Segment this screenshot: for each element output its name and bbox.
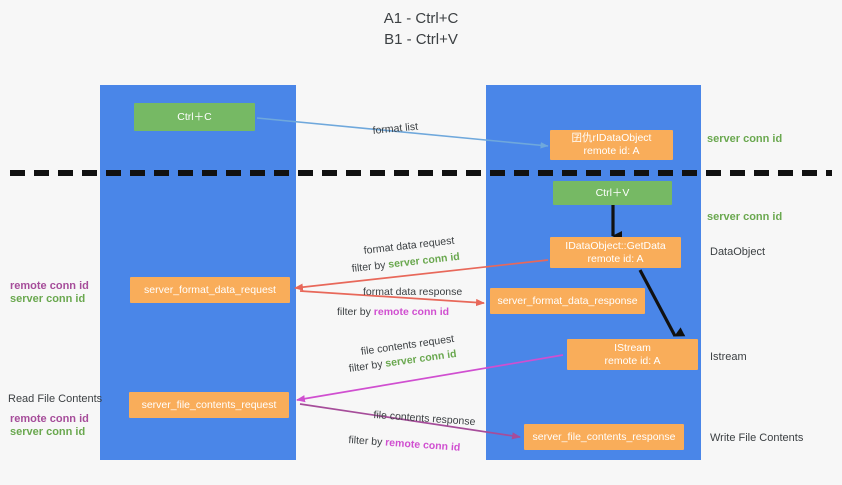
label-left-read-file-contents: Read File Contents [8, 393, 103, 405]
label-right-server-conn-id-2: server conn id [707, 211, 783, 223]
node-istream-remote-id: remote id: A [604, 354, 661, 367]
label-left-remote-conn-id-1: remote conn id [10, 280, 89, 292]
node-istream-label: IStream [614, 341, 651, 354]
caption-fmt-resp-filter-key: remote conn id [373, 306, 450, 318]
caption-fmt-req-filter-prefix: filter by [351, 258, 390, 275]
page-title: A1 - Ctrl+C B1 - Ctrl+V [383, 10, 459, 48]
node-idataobject-label: 囝仇rIDataObject [571, 132, 652, 144]
node-ctrl-v-label: Ctrl＋V [595, 186, 630, 199]
node-ctrl-c-label: Ctrl＋C [177, 110, 212, 123]
label-left-remote-conn-id-2: remote conn id [10, 413, 89, 425]
node-idataobject-remote-id: remote id: A [583, 145, 640, 157]
node-server-format-data-request-label: server_format_data_request [144, 283, 276, 296]
node-ctrl-c[interactable]: Ctrl＋C [134, 103, 255, 131]
node-server-file-contents-response-label: server_file_contents_response [532, 430, 676, 443]
label-right-istream: Istream [710, 351, 747, 363]
caption-format-list-text: format list [372, 120, 419, 137]
caption-file-contents-response-text: file contents response [373, 408, 476, 429]
caption-file-resp-filter-key: remote conn id [384, 436, 461, 454]
caption-format-data-response: format data response [363, 285, 462, 299]
caption-format-list: format list [372, 120, 419, 138]
label-left-server-conn-id-2: server conn id [10, 426, 86, 438]
node-server-file-contents-request-label: server_file_contents_request [141, 398, 277, 411]
caption-fmt-resp-filter-prefix: filter by [337, 306, 374, 318]
node-idataobject[interactable]: 囝仇rIDataObject remote id: A [550, 130, 673, 160]
label-right-dataobject: DataObject [710, 246, 766, 258]
node-ctrl-v[interactable]: Ctrl＋V [553, 181, 672, 205]
label-left-server-conn-id-1: server conn id [10, 293, 86, 305]
label-right-server-conn-id-1: server conn id [707, 133, 783, 145]
node-idataobject-getdata[interactable]: IDataObject::GetData remote id: A [550, 237, 681, 268]
caption-file-req-filter-prefix: filter by [348, 357, 387, 375]
caption-file-contents-response: file contents response [373, 408, 476, 429]
caption-file-resp-filter-prefix: filter by [348, 433, 386, 449]
node-server-file-contents-response[interactable]: server_file_contents_response [524, 424, 684, 450]
node-istream[interactable]: IStream remote id: A [567, 339, 698, 370]
node-server-format-data-response[interactable]: server_format_data_response [490, 288, 645, 314]
caption-format-data-response-filter: filter by remote conn id [337, 305, 449, 319]
caption-format-data-response-text: format data response [363, 286, 463, 298]
node-getdata-label: IDataObject::GetData [565, 239, 666, 252]
node-server-format-data-request[interactable]: server_format_data_request [130, 277, 290, 303]
caption-file-contents-response-filter: filter by remote conn id [348, 433, 461, 455]
node-getdata-remote-id: remote id: A [587, 252, 644, 265]
node-server-format-data-response-label: server_format_data_response [497, 294, 638, 307]
node-server-file-contents-request[interactable]: server_file_contents_request [129, 392, 289, 418]
label-right-write-file-contents: Write File Contents [710, 432, 804, 444]
